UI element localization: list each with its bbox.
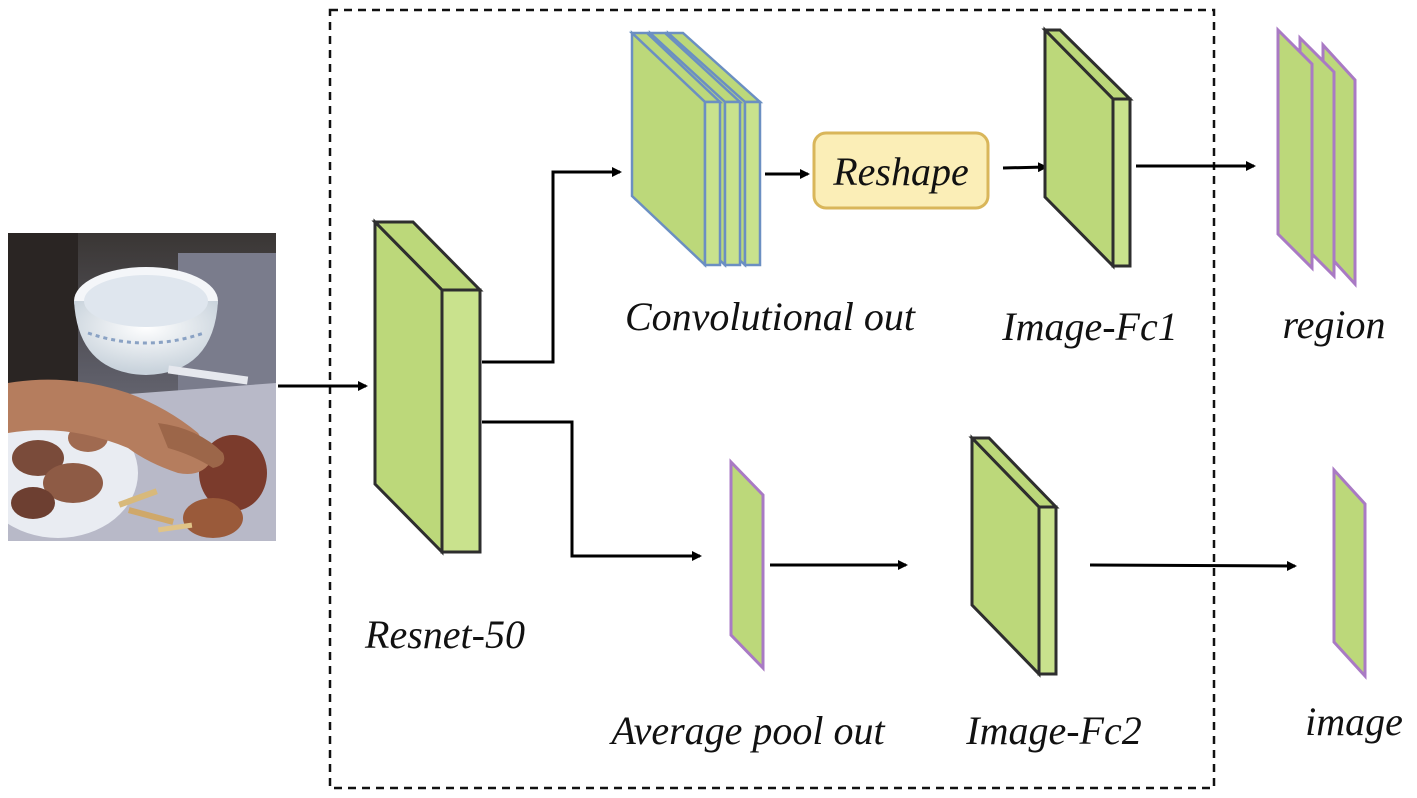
region-label: region: [1283, 302, 1386, 347]
fc1-block: [1041, 26, 1134, 270]
branch-arrow-bottom: [482, 420, 702, 561]
conv-out-stack: [628, 30, 764, 268]
branch-arrow-top: [482, 167, 622, 364]
fc2-label: Image-Fc2: [965, 708, 1141, 753]
avgpool-label: Average pool out: [608, 708, 885, 753]
region-stack: [1276, 26, 1357, 288]
fc1-label: Image-Fc1: [1001, 304, 1177, 349]
fc2-block: [968, 434, 1060, 678]
image-vector: [1332, 466, 1367, 680]
image-label: image: [1305, 699, 1403, 744]
reshape-box: [812, 131, 990, 210]
model-boundary-box: [328, 8, 1216, 790]
conv-out-label: Convolutional out: [625, 294, 916, 339]
reshape-label: Reshape: [832, 149, 969, 194]
resnet-label: Resnet-50: [364, 612, 525, 657]
avgpool-vector: [729, 458, 765, 672]
input-food-photo: [8, 233, 276, 541]
resnet-block: [371, 218, 484, 556]
arrow-reshape-to-fc1: [1002, 162, 1048, 173]
arrow-fc2-to-image: [1089, 560, 1297, 571]
